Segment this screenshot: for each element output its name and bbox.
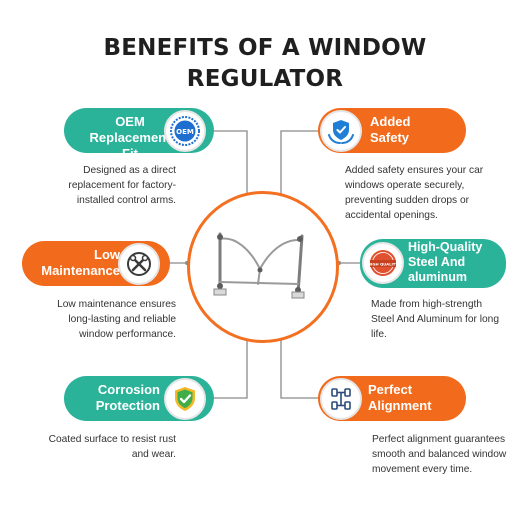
connector-safety (280, 130, 318, 198)
title-line-1: BENEFITS OF A WINDOW (103, 35, 427, 61)
shield-check-icon (164, 378, 206, 420)
benefit-oem-description: Designed as a direct replacement for fac… (68, 165, 176, 206)
high-quality-seal-icon: HIGH QUALITY (362, 242, 404, 284)
oem-badge-icon: OEM (164, 110, 206, 152)
tools-icon (118, 243, 160, 285)
svg-text:HIGH QUALITY: HIGH QUALITY (368, 261, 399, 266)
benefit-oem-label: OEM Replacement Fit (89, 114, 171, 161)
benefit-alignment-label: Perfect Alignment (368, 382, 432, 413)
shield-hands-icon (320, 110, 362, 152)
benefit-maintenance-label: Low Maintenance (41, 247, 120, 278)
benefit-maintenance-description: Low maintenance ensures long-lasting and… (57, 299, 176, 340)
benefit-quality-label: High-Quality Steel And aluminum (408, 240, 483, 284)
center-product-circle (187, 191, 339, 343)
connector-alignment (280, 336, 318, 399)
svg-text:OEM: OEM (176, 128, 194, 136)
benefit-corrosion-label: Corrosion Protection (95, 382, 160, 413)
benefit-safety-label: Added Safety (370, 114, 411, 145)
window-regulator-image (213, 232, 305, 299)
benefit-quality-description: Made from high-strength Steel And Alumin… (371, 299, 499, 340)
title-line-2: REGULATOR (186, 66, 344, 92)
connector-corrosion (214, 336, 248, 399)
benefit-alignment-description: Perfect alignment guarantees smooth and … (372, 434, 507, 475)
connector-oem (214, 130, 248, 198)
wheel-alignment-icon (320, 378, 362, 420)
benefit-corrosion-description: Coated surface to resist rust and wear. (48, 434, 176, 460)
benefit-safety-description: Added safety ensures your car windows op… (345, 165, 484, 221)
page-title: BENEFITS OF A WINDOW REGULATOR (60, 33, 470, 95)
